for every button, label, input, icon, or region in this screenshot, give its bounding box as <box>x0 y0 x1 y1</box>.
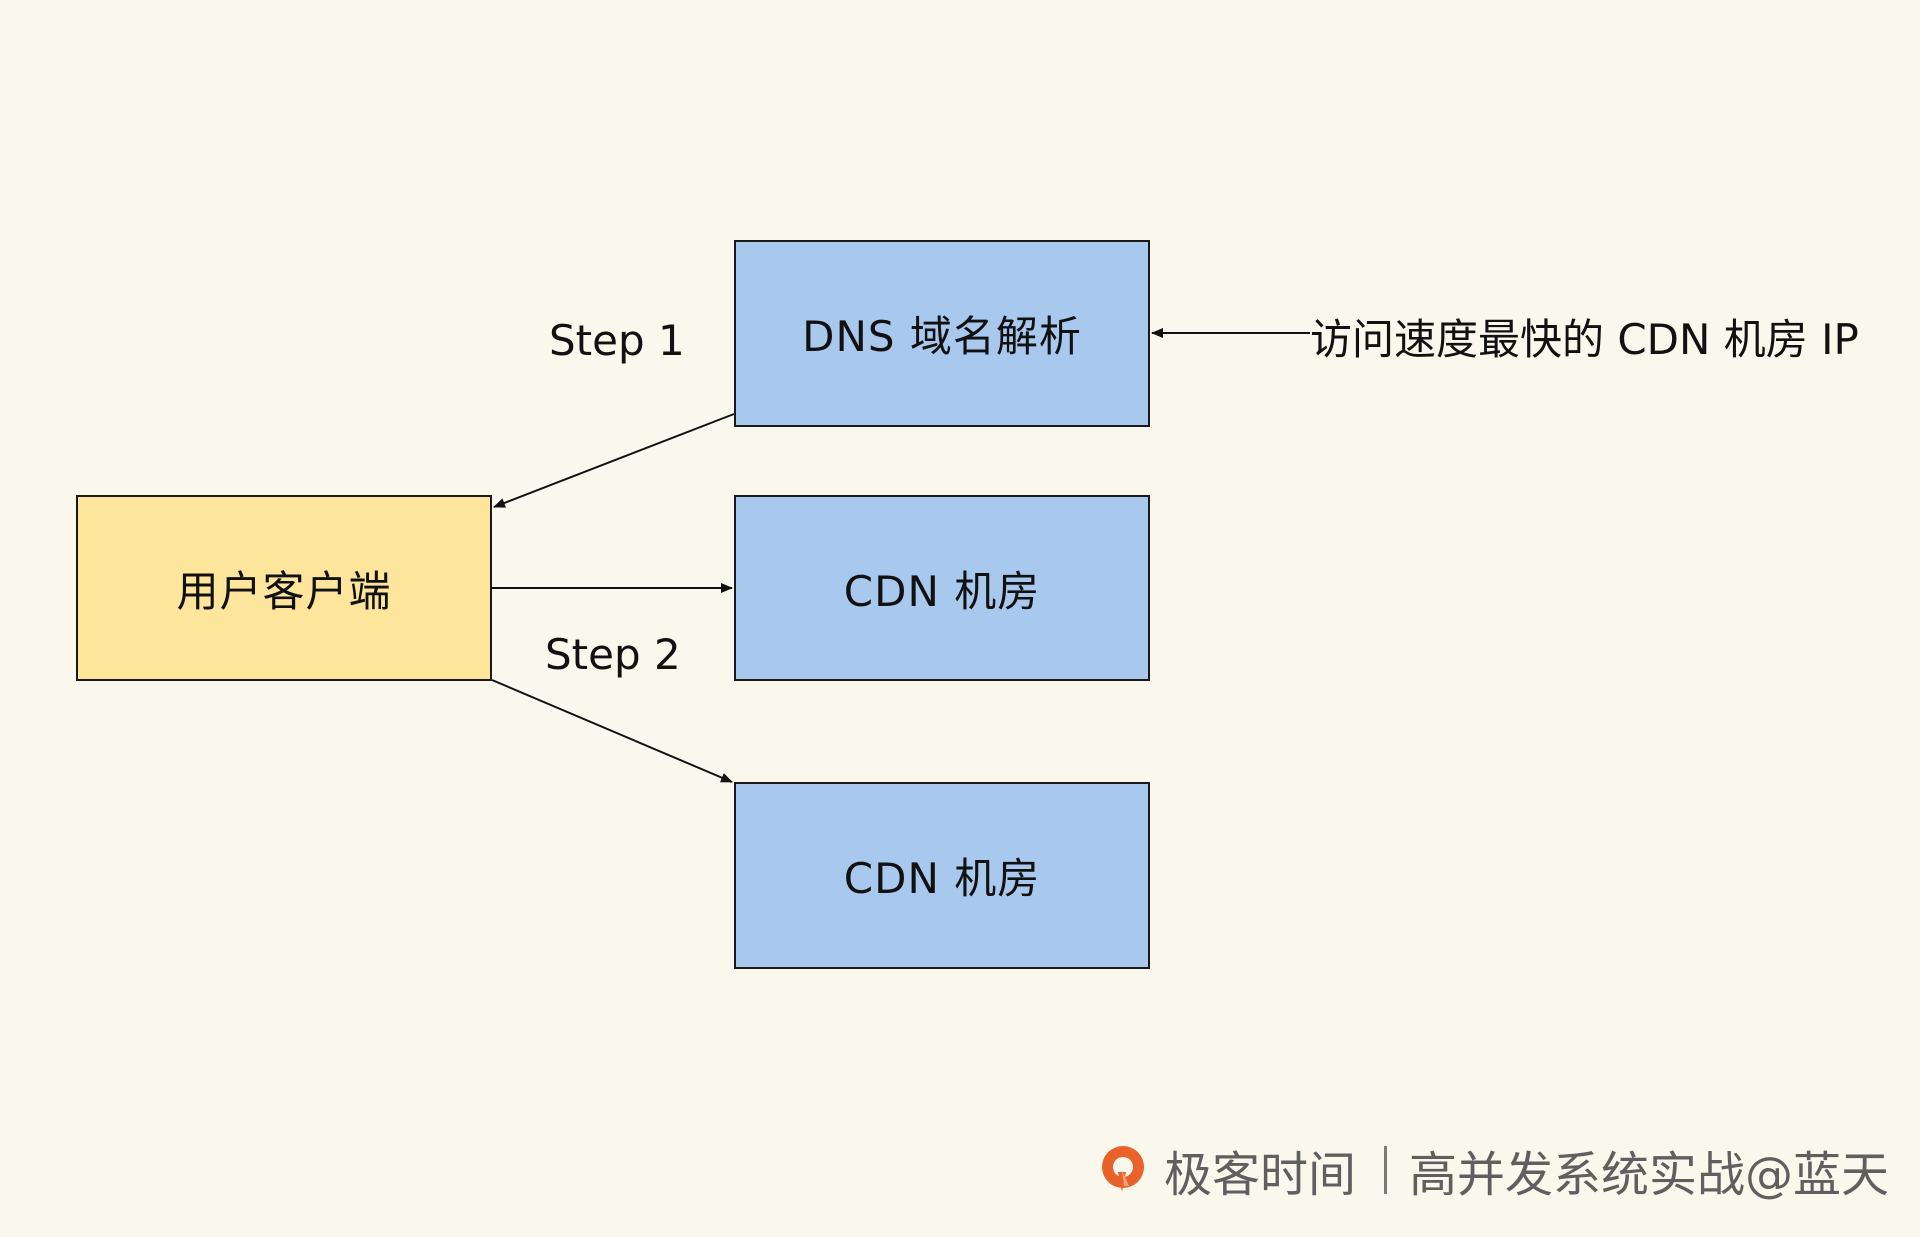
step-1-label: Step 1 <box>549 316 685 365</box>
user-client-label: 用户客户端 <box>176 566 392 616</box>
geektime-logo-icon <box>1096 1142 1152 1198</box>
step-2-label: Step 2 <box>545 630 681 679</box>
cdn-room-box-2: CDN 机房 <box>734 782 1150 969</box>
user-client-box: 用户客户端 <box>76 495 492 681</box>
arrow-client-to-cdn2 <box>491 679 733 783</box>
cdn-room-label-2: CDN 机房 <box>843 854 1041 903</box>
arrow-dns-to-client <box>493 413 735 508</box>
dns-resolution-label: DNS 域名解析 <box>802 312 1082 361</box>
watermark-brand: 极客时间 <box>1164 1147 1357 1203</box>
dns-resolution-box: DNS 域名解析 <box>734 240 1150 427</box>
watermark: 极客时间 高并发系统实战@蓝天 <box>1096 1138 1890 1203</box>
fastest-cdn-ip-annotation: 访问速度最快的 CDN 机房 IP <box>1310 315 1859 364</box>
cdn-room-box-1: CDN 机房 <box>734 495 1150 681</box>
watermark-separator <box>1384 1146 1388 1194</box>
watermark-course: 高并发系统实战@蓝天 <box>1409 1147 1890 1203</box>
cdn-room-label-1: CDN 机房 <box>843 566 1041 616</box>
